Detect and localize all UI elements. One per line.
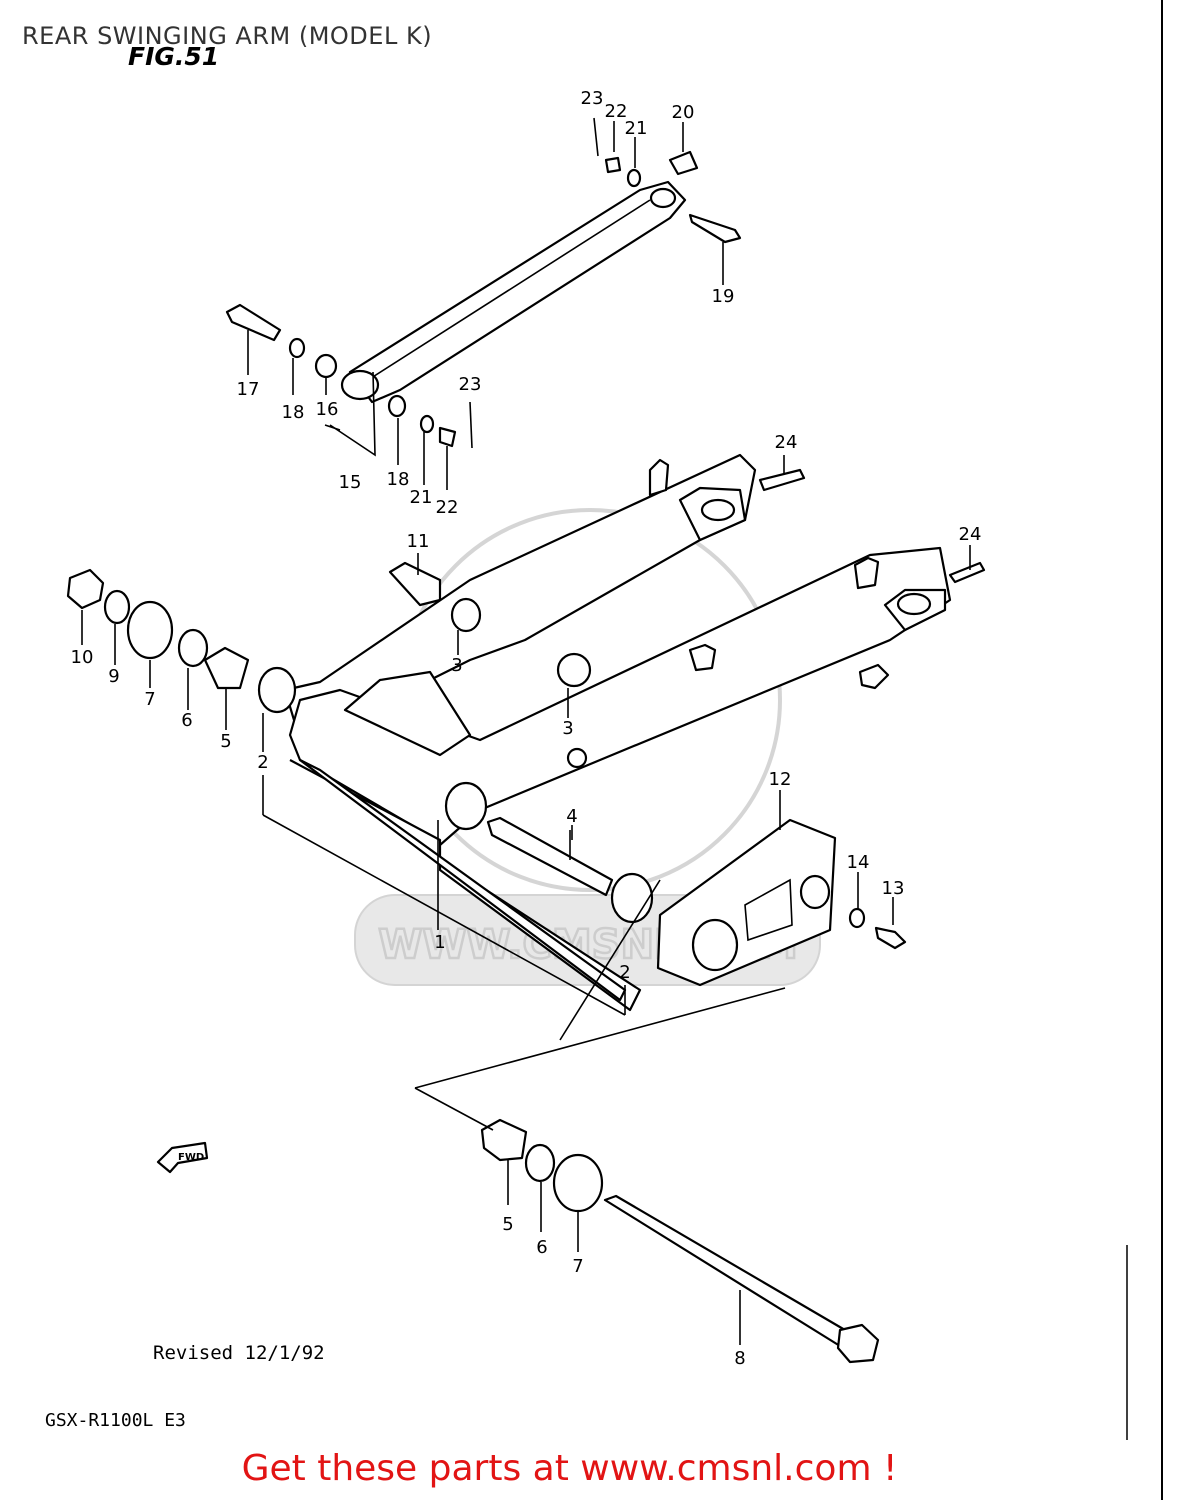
fwd-arrow: FWD xyxy=(156,1141,209,1174)
callout-13: 13 xyxy=(882,878,905,899)
callout-5: 5 xyxy=(220,731,231,752)
chain-case xyxy=(656,818,907,987)
callout-16: 16 xyxy=(316,399,339,420)
promo-banner[interactable]: Get these parts at www.cmsnl.com ! xyxy=(0,1448,1179,1489)
figure-label: FIG.51 xyxy=(128,42,220,71)
callout-18b: 18 xyxy=(387,469,410,490)
callout-12: 12 xyxy=(769,769,792,790)
promo-banner-text[interactable]: Get these parts at www.cmsnl.com ! xyxy=(241,1448,898,1489)
guide-lines xyxy=(262,371,786,1131)
top-hardware xyxy=(225,117,742,449)
callout-6b: 6 xyxy=(536,1237,547,1258)
callout-6: 6 xyxy=(181,710,192,731)
pivot-parts-lower xyxy=(480,1118,880,1364)
callout-23b: 23 xyxy=(459,374,482,395)
callout-7b: 7 xyxy=(572,1256,583,1277)
callout-22b: 22 xyxy=(436,497,459,518)
callout-21b: 21 xyxy=(410,487,433,508)
callout-2b: 2 xyxy=(619,962,630,983)
callout-11: 11 xyxy=(407,531,430,552)
callout-22: 22 xyxy=(605,101,628,122)
callout-3b: 3 xyxy=(562,718,573,739)
callout-3: 3 xyxy=(451,655,462,676)
callout-23: 23 xyxy=(581,88,604,109)
callout-17: 17 xyxy=(237,379,260,400)
callouts: 23 22 21 20 19 17 18 16 23 15 18 21 22 2… xyxy=(71,88,982,1369)
callout-9: 9 xyxy=(108,666,119,687)
callout-24: 24 xyxy=(775,432,798,453)
callout-20: 20 xyxy=(672,102,695,123)
callout-18: 18 xyxy=(282,402,305,423)
revised-note: Revised 12/1/92 xyxy=(153,1342,325,1364)
torque-rod xyxy=(340,180,687,404)
callout-7: 7 xyxy=(144,689,155,710)
callout-10: 10 xyxy=(71,647,94,668)
callout-2: 2 xyxy=(257,752,268,773)
callout-8: 8 xyxy=(734,1348,745,1369)
leader-lines xyxy=(81,121,971,1345)
callout-21: 21 xyxy=(625,118,648,139)
callout-24b: 24 xyxy=(959,524,982,545)
model-code: GSX-R1100L E3 xyxy=(45,1410,186,1431)
swing-arm xyxy=(283,453,986,1012)
page-title: REAR SWINGING ARM (MODEL K) xyxy=(22,22,433,50)
callout-19: 19 xyxy=(712,286,735,307)
callout-15: 15 xyxy=(339,472,362,493)
pivot-parts-left xyxy=(66,561,592,714)
callout-14: 14 xyxy=(847,852,870,873)
fwd-label: FWD xyxy=(178,1152,204,1163)
callout-4: 4 xyxy=(566,806,577,827)
callout-5b: 5 xyxy=(502,1214,513,1235)
callout-1: 1 xyxy=(434,932,445,953)
